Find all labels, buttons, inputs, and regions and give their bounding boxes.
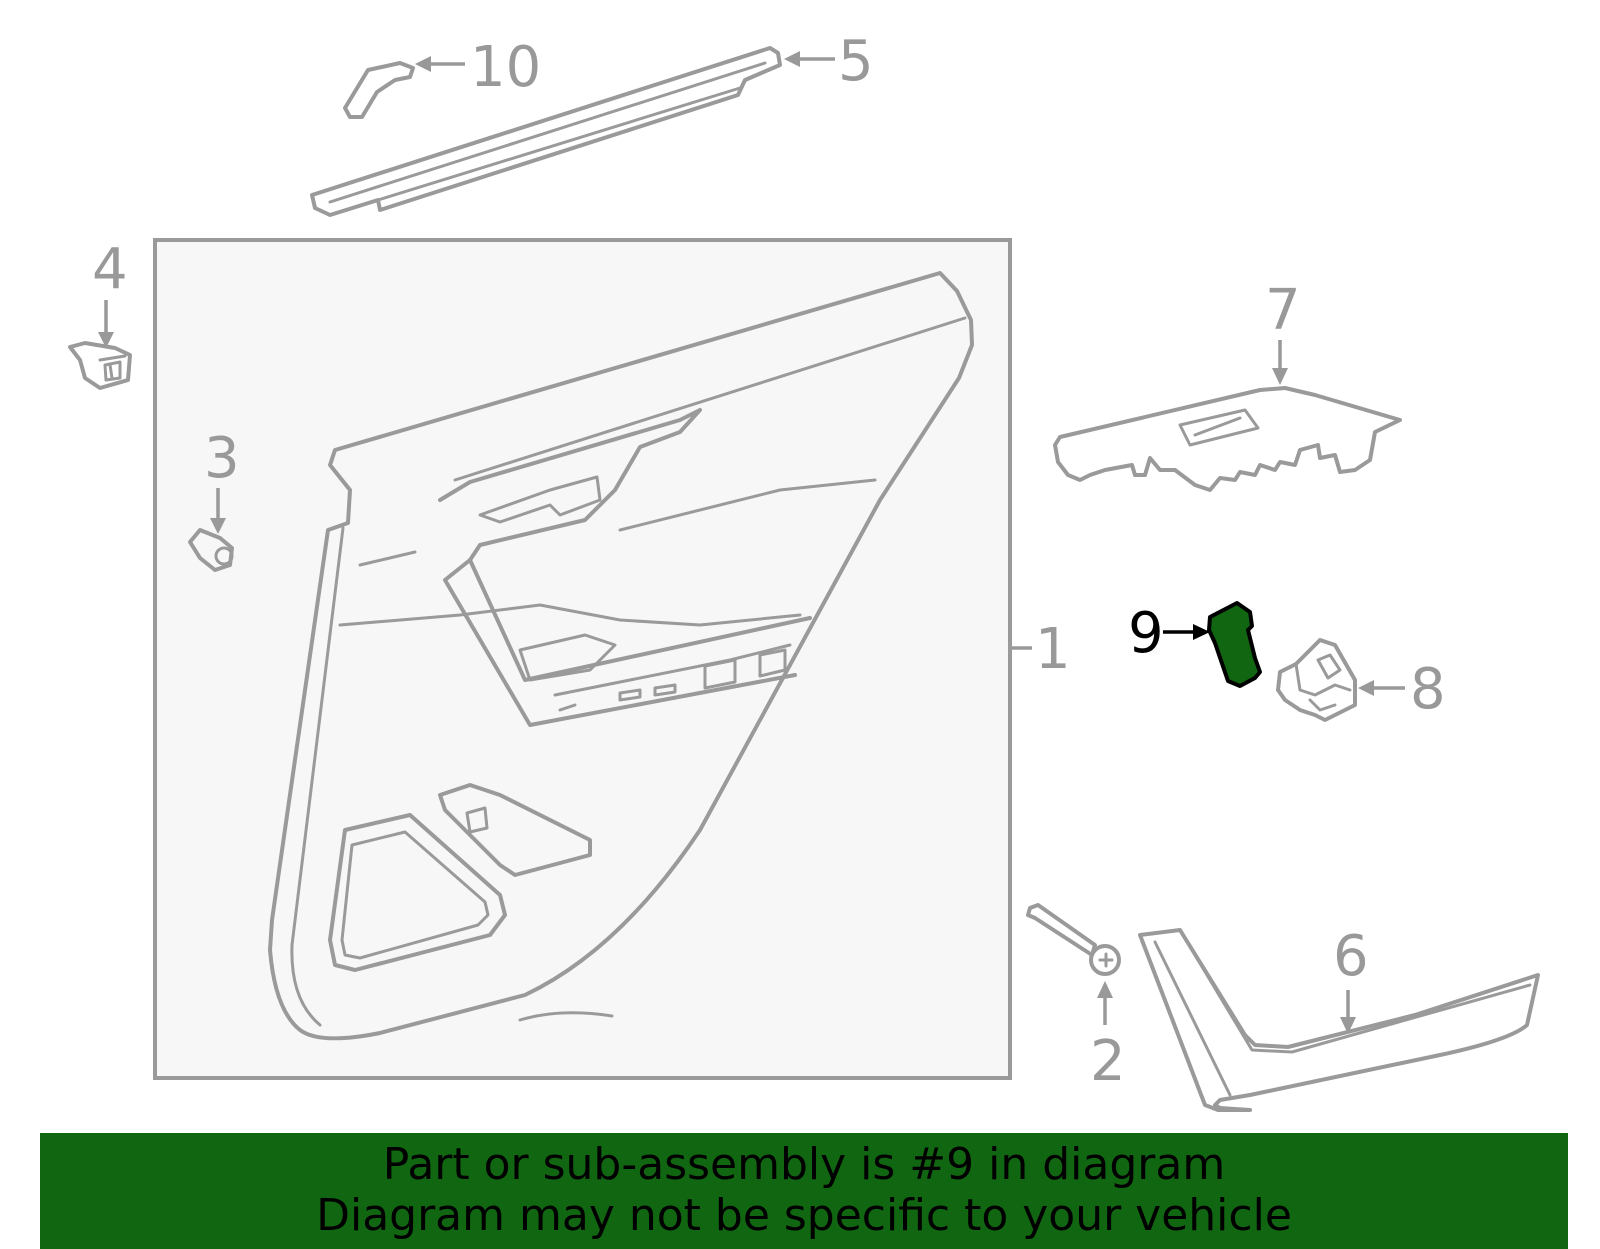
- part-1-door-trim-panel: [153, 238, 1012, 1080]
- info-banner: Part or sub-assembly is #9 in diagram Di…: [40, 1133, 1568, 1249]
- part-1-inner-edge: [290, 526, 345, 1027]
- part-5-weatherstrip: [310, 46, 782, 217]
- callout-9: 9: [1128, 601, 1164, 666]
- part-1-top-crease: [453, 316, 967, 482]
- part-1-handle: [478, 475, 617, 682]
- part-1-speaker-trim: [438, 783, 592, 877]
- banner-line-1: Part or sub-assembly is #9 in diagram: [382, 1139, 1226, 1190]
- banner-line-2: Diagram may not be specific to your vehi…: [316, 1190, 1292, 1241]
- part-1-outline: [268, 271, 974, 1041]
- leader-3: [210, 488, 226, 534]
- callout-10: 10: [470, 35, 541, 100]
- leader-4: [98, 300, 114, 348]
- part-1-armrest: [438, 408, 812, 727]
- part-6-inner-edge: [1153, 928, 1532, 1097]
- part-1-lower-crease: [518, 1011, 614, 1022]
- callout-1: 1: [1035, 617, 1071, 682]
- part-9-switch: [1207, 601, 1262, 688]
- part-2-cross: [1098, 952, 1114, 968]
- part-3-clip: [188, 528, 234, 572]
- part-1-switch-base: [553, 643, 792, 712]
- part-4-body: [68, 341, 132, 390]
- callout-2: 2: [1090, 1029, 1126, 1094]
- callout-5: 5: [838, 29, 874, 94]
- callout-8: 8: [1410, 657, 1446, 722]
- callout-4: 4: [92, 237, 128, 302]
- leader-7: [1272, 340, 1288, 385]
- part-4-detail: [98, 354, 127, 382]
- part-1-pocket-inner: [340, 830, 490, 960]
- part-1-map-pocket: [328, 813, 507, 972]
- part-4-clip: [68, 341, 132, 390]
- part-1-upper-trim-line: [338, 603, 802, 627]
- part-2-head: [1089, 944, 1121, 976]
- leader-2: [1097, 981, 1113, 1025]
- part-2-screw: [1026, 903, 1121, 976]
- callout-3: 3: [204, 426, 240, 491]
- part-8-detail: [1294, 653, 1352, 712]
- part-1-speaker-square: [465, 806, 489, 834]
- part-7-switch-opening: [1178, 408, 1260, 447]
- part-8-body: [1276, 638, 1357, 722]
- part-8-switch-assembly: [1276, 638, 1357, 722]
- leader-10: [415, 56, 465, 72]
- part-6-outline: [1138, 928, 1540, 1112]
- leader-6: [1340, 990, 1356, 1034]
- part-1-armrest-crease: [358, 478, 877, 567]
- part-10-clip: [343, 61, 415, 119]
- leader-5: [784, 51, 835, 67]
- part-5-weatherstrip-edge: [328, 61, 767, 204]
- part-2-shank: [1026, 903, 1097, 957]
- leader-8: [1358, 680, 1405, 696]
- leader-9: [1163, 624, 1210, 640]
- callout-7: 7: [1265, 278, 1301, 343]
- part-7-outline: [1053, 386, 1402, 492]
- part-6-garnish: [1138, 928, 1540, 1112]
- part-7-switch-bezel: [1053, 386, 1402, 492]
- part-3-ring: [214, 546, 234, 566]
- callout-6: 6: [1333, 924, 1369, 989]
- part-1-frame: [153, 238, 1012, 1080]
